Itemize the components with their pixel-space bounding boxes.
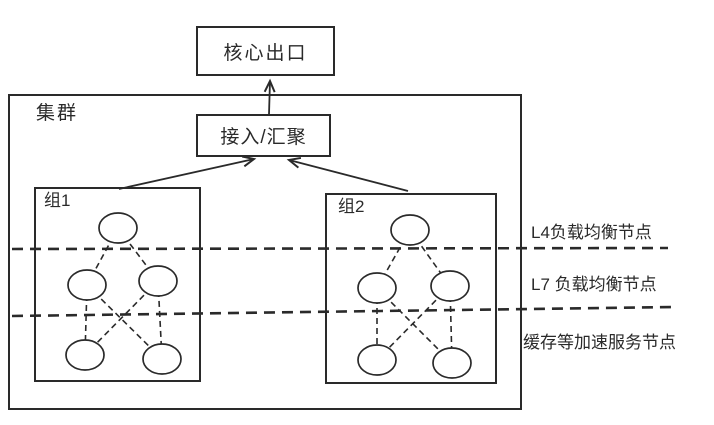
core-exit-label: 核心出口 (223, 42, 308, 64)
l7-layer-label: L7 负载均衡节点 (531, 275, 657, 294)
group2-box (325, 193, 497, 384)
l4-layer-label: L4负载均衡节点 (531, 223, 652, 242)
aggregation-label: 接入/汇聚 (220, 127, 307, 148)
group1-label: 组1 (44, 191, 71, 210)
cluster-box (8, 94, 522, 410)
group1-box (34, 187, 201, 382)
group2-label: 组2 (338, 197, 365, 216)
cache-layer-label: 缓存等加速服务节点 (523, 333, 676, 352)
core-exit-box: 核心出口 (196, 26, 335, 76)
aggregation-box: 接入/汇聚 (196, 114, 331, 157)
cluster-label: 集群 (36, 103, 79, 124)
